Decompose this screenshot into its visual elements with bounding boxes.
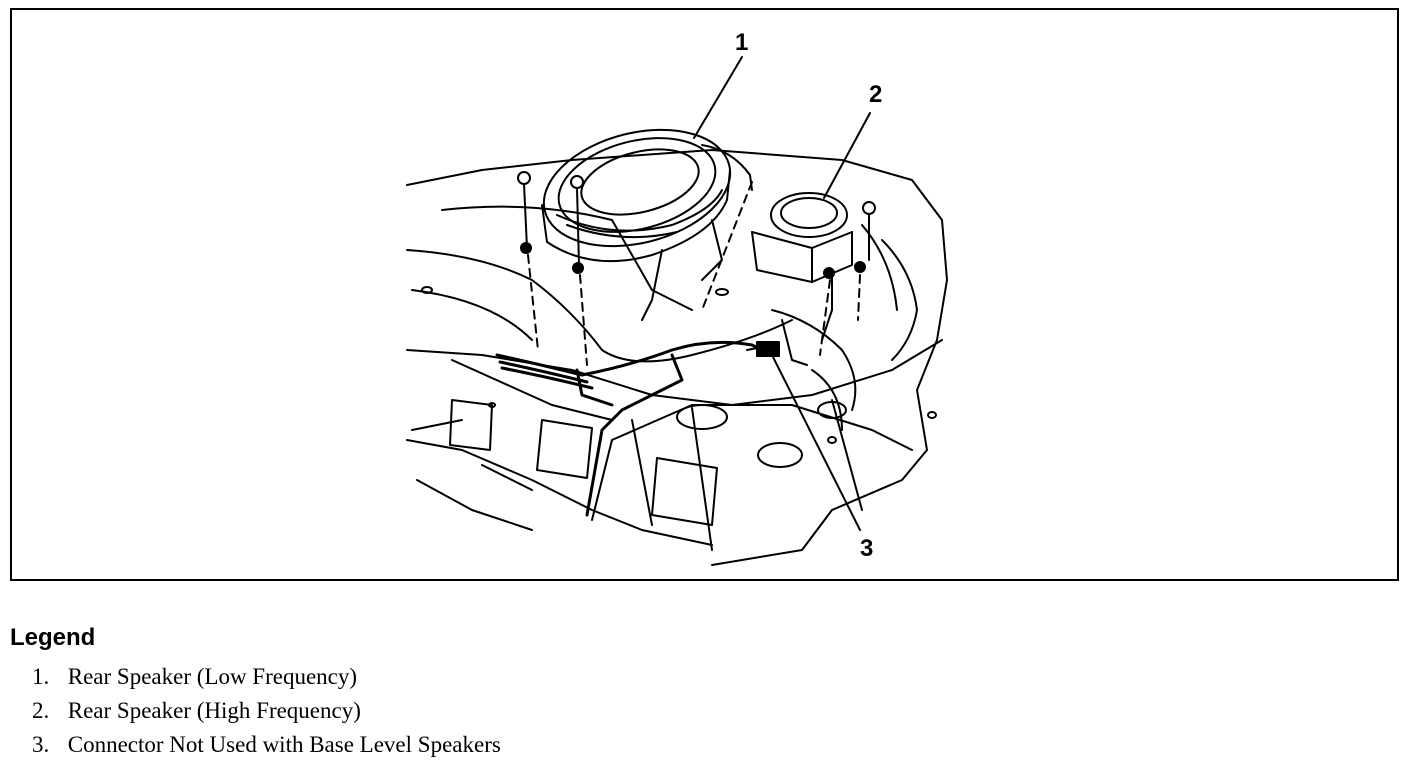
legend-list: 1. Rear Speaker (Low Frequency) 2. Rear … xyxy=(32,660,501,762)
speaker-installation-drawing: 1 2 3 xyxy=(406,29,948,566)
legend-item-text: Rear Speaker (Low Frequency) xyxy=(67,664,358,689)
legend-item-number: 1. xyxy=(32,664,50,689)
diagram-frame: 1 2 3 xyxy=(10,8,1399,581)
legend-item: 2. Rear Speaker (High Frequency) xyxy=(32,694,501,728)
legend-item: 3. Connector Not Used with Base Level Sp… xyxy=(32,728,501,762)
panel-cutouts xyxy=(421,286,937,526)
callout-1-label: 1 xyxy=(735,29,748,56)
callout-2-label: 2 xyxy=(869,81,882,108)
low-frequency-speaker-drawing xyxy=(541,128,753,321)
legend-item-text: Connector Not Used with Base Level Speak… xyxy=(67,732,501,757)
callout-3-label: 3 xyxy=(860,535,873,562)
mounting-screws xyxy=(517,171,876,279)
callout-leaders xyxy=(693,56,871,531)
legend-item-number: 2. xyxy=(32,698,50,723)
legend-title: Legend xyxy=(10,624,96,651)
legend-item-number: 3. xyxy=(32,732,50,757)
alignment-lines xyxy=(527,181,861,366)
legend-item-text: Rear Speaker (High Frequency) xyxy=(67,698,361,723)
connector xyxy=(746,341,780,357)
high-frequency-speaker-drawing xyxy=(751,192,853,366)
legend-item: 1. Rear Speaker (Low Frequency) xyxy=(32,660,501,694)
wiring-harness xyxy=(495,340,769,517)
